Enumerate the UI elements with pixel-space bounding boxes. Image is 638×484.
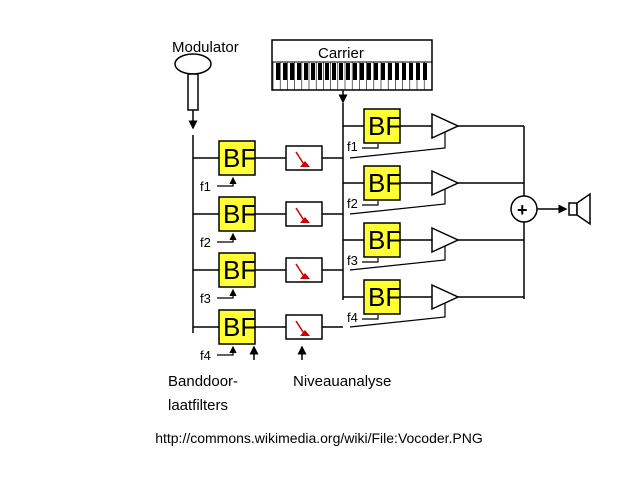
synthesis-band-4: BF f4 xyxy=(343,279,524,328)
black-key xyxy=(311,63,315,80)
black-key xyxy=(276,63,280,80)
microphone-icon xyxy=(174,53,212,111)
black-key xyxy=(297,63,301,80)
speaker-icon xyxy=(568,192,591,226)
bandpass-label: BF xyxy=(368,111,401,141)
bandpass-filter xyxy=(363,108,401,144)
meter-base xyxy=(300,330,310,336)
black-key xyxy=(388,63,392,80)
black-key xyxy=(367,63,371,80)
freq-arrow xyxy=(217,232,237,243)
freq-arrow xyxy=(217,176,237,187)
sum-node: + xyxy=(510,195,538,223)
bandpass-label: BF xyxy=(368,168,401,198)
filter-freq-label: f2 xyxy=(347,196,358,211)
freq-arrow xyxy=(217,288,237,299)
black-key xyxy=(374,63,378,80)
black-key xyxy=(381,63,385,80)
synthesis-band-3: BF f3 xyxy=(343,222,524,271)
bandpass-label: BF xyxy=(223,143,256,173)
bandpass-label: BF xyxy=(223,255,256,285)
bandfilter-caption-line1: Banddoor- xyxy=(168,373,238,390)
analysis-band-4: BF f4 xyxy=(193,309,343,363)
black-key xyxy=(283,63,287,80)
black-key xyxy=(402,63,406,80)
carrier-keyboard xyxy=(271,39,433,91)
carrier-label: Carrier xyxy=(318,45,364,62)
freq-arrow xyxy=(362,315,379,320)
black-key xyxy=(318,63,322,80)
bandpass-label: BF xyxy=(368,282,401,312)
analysis-band-2: BF f2 xyxy=(193,196,343,250)
filter-freq-label: f1 xyxy=(347,139,358,154)
filter-freq-label: f4 xyxy=(347,310,358,325)
black-key xyxy=(290,63,294,80)
analysis-band-1: BF f1 xyxy=(193,140,343,194)
black-key xyxy=(353,63,357,80)
bandpass-label: BF xyxy=(223,312,256,342)
filter-freq-label: f2 xyxy=(200,235,211,250)
bandpass-filter xyxy=(363,279,401,315)
sum-symbol: + xyxy=(517,200,528,220)
black-key xyxy=(346,63,350,80)
freq-arrow xyxy=(217,345,237,356)
bandpass-filter xyxy=(218,196,256,232)
black-key xyxy=(339,63,343,80)
bandpass-label: BF xyxy=(223,199,256,229)
black-key xyxy=(416,63,420,80)
black-key xyxy=(304,63,308,80)
freq-arrow xyxy=(362,201,379,206)
level-analysis-caption: Niveauanalyse xyxy=(293,373,391,390)
filter-freq-label: f1 xyxy=(200,179,211,194)
meter-base xyxy=(300,161,310,167)
source-url[interactable]: http://commons.wikimedia.org/wiki/File:V… xyxy=(155,430,483,446)
modulator-label: Modulator xyxy=(172,39,239,56)
black-key xyxy=(360,63,364,80)
bandfilter-caption-line2: laatfilters xyxy=(168,397,228,414)
filter-freq-label: f4 xyxy=(200,348,211,363)
meter-base xyxy=(300,217,310,223)
bandpass-filter xyxy=(363,222,401,258)
synthesis-band-1: BF f1 xyxy=(343,108,524,159)
black-key xyxy=(409,63,413,80)
black-key xyxy=(332,63,336,80)
amp-control-line xyxy=(349,303,446,328)
black-key xyxy=(325,63,329,80)
black-key xyxy=(395,63,399,80)
bandpass-filter xyxy=(218,309,256,345)
analysis-band-3: BF f3 xyxy=(193,252,343,306)
bandpass-filter xyxy=(363,165,401,201)
amp-control-line xyxy=(349,189,446,215)
filter-freq-label: f3 xyxy=(200,291,211,306)
meter-base xyxy=(300,273,310,279)
black-key xyxy=(423,63,427,80)
freq-arrow xyxy=(362,144,379,149)
amp-control-line xyxy=(349,132,446,159)
synthesis-band-2: BF f2 xyxy=(343,165,524,215)
amp-control-line xyxy=(349,246,446,271)
filter-freq-label: f3 xyxy=(347,253,358,268)
freq-arrow xyxy=(362,258,379,263)
bandpass-label: BF xyxy=(368,225,401,255)
